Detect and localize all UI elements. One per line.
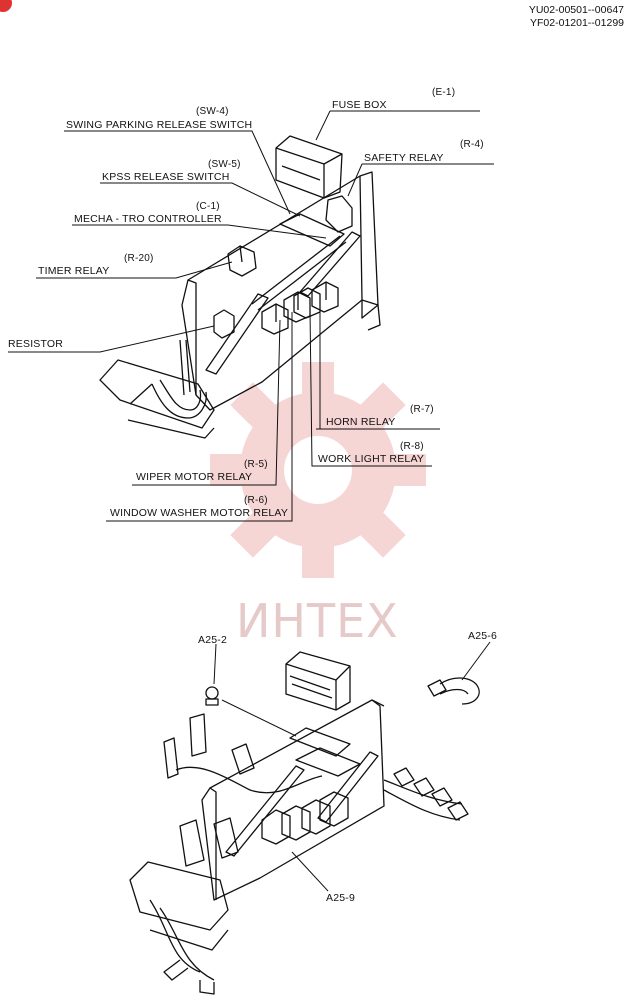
- part-a25-9: A25-9: [326, 892, 356, 904]
- callout-kpss-release-switch: KPSS RELEASE SWITCH: [102, 171, 230, 183]
- callout-horn-relay: HORN RELAY: [326, 416, 396, 428]
- doc-code-1: YU02-00501--00647: [528, 4, 624, 16]
- doc-code-2: YF02-01201--01299: [530, 17, 624, 29]
- callout-swing-parking-release-switch: SWING PARKING RELEASE SWITCH: [66, 119, 253, 131]
- callout-r6-code: (R-6): [244, 495, 268, 506]
- callout-wiper-motor-relay: WIPER MOTOR RELAY: [136, 471, 253, 483]
- corner-mark: [0, 0, 12, 12]
- callout-work-light-relay: WORK LIGHT RELAY: [318, 453, 425, 465]
- callout-fuse-box: FUSE BOX: [332, 99, 387, 111]
- callout-timer-relay: TIMER RELAY: [38, 265, 110, 277]
- callout-safety-relay: SAFETY RELAY: [364, 152, 444, 164]
- callout-r5-code: (R-5): [244, 459, 268, 470]
- callout-window-washer-motor-relay: WINDOW WASHER MOTOR RELAY: [110, 507, 289, 519]
- callout-e1-code: (E-1): [432, 87, 456, 98]
- callout-resistor: RESISTOR: [8, 338, 64, 350]
- callout-mecha-tro-controller: MECHA - TRO CONTROLLER: [74, 213, 222, 225]
- callout-r4-code: (R-4): [460, 139, 484, 150]
- part-a25-6: A25-6: [468, 630, 498, 642]
- callout-c1-code: (C-1): [196, 201, 220, 212]
- callout-sw4-code: (SW-4): [196, 106, 229, 117]
- callout-r20-code: (R-20): [124, 253, 154, 264]
- callout-r7-code: (R-7): [410, 404, 434, 415]
- callout-sw5-code: (SW-5): [208, 159, 241, 170]
- watermark-text: ИНТЕХ: [236, 594, 399, 648]
- part-a25-2: A25-2: [198, 634, 228, 646]
- callout-r8-code: (R-8): [400, 441, 424, 452]
